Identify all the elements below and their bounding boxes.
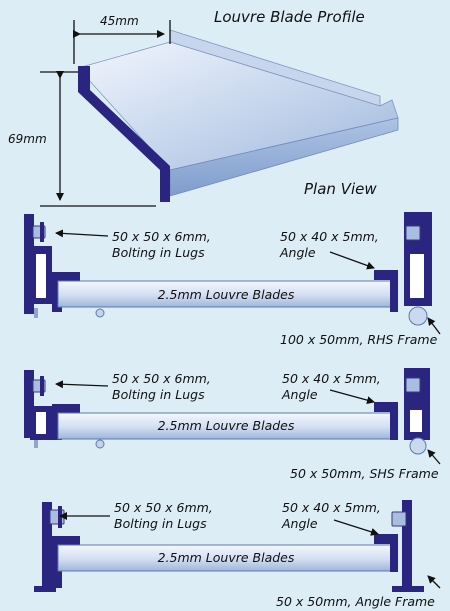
lug-label-1-line1: 50 x 50 x 6mm, <box>112 229 211 244</box>
blade-profile-3d <box>77 29 399 202</box>
plan-section-shs <box>24 368 441 465</box>
lug-label-1-line2: Bolting in Lugs <box>112 245 205 260</box>
angle-label-1-line1: 50 x 40 x 5mm, <box>280 229 379 244</box>
lug-label-2-line2: Bolting in Lugs <box>112 387 205 402</box>
blade-label-3: 2.5mm Louvre Blades <box>157 550 295 565</box>
profile-title: Louvre Blade Profile <box>214 8 365 26</box>
angle-label-3-line1: 50 x 40 x 5mm, <box>282 500 381 515</box>
profile-height-label: 69mm <box>8 132 47 146</box>
frame-label-2: 50 x 50mm, SHS Frame <box>290 466 439 481</box>
plan-section-rhs <box>24 212 441 335</box>
angle-label-3-line2: Angle <box>282 516 318 531</box>
profile-dimensions <box>40 20 171 207</box>
lug-label-2-line1: 50 x 50 x 6mm, <box>112 371 211 386</box>
frame-label-1: 100 x 50mm, RHS Frame <box>280 332 438 347</box>
lug-label-3-line2: Bolting in Lugs <box>114 516 207 531</box>
plan-section-angle <box>34 500 441 592</box>
blade-label-2: 2.5mm Louvre Blades <box>157 418 295 433</box>
angle-label-1-line2: Angle <box>280 245 316 260</box>
blade-label-1: 2.5mm Louvre Blades <box>157 287 295 302</box>
plan-view-title: Plan View <box>304 180 377 198</box>
angle-label-2-line1: 50 x 40 x 5mm, <box>282 371 381 386</box>
angle-label-2-line2: Angle <box>282 387 318 402</box>
profile-section-edge <box>78 66 170 202</box>
profile-width-label: 45mm <box>100 14 139 28</box>
frame-label-3: 50 x 50mm, Angle Frame <box>276 594 435 609</box>
lug-label-3-line1: 50 x 50 x 6mm, <box>114 500 213 515</box>
